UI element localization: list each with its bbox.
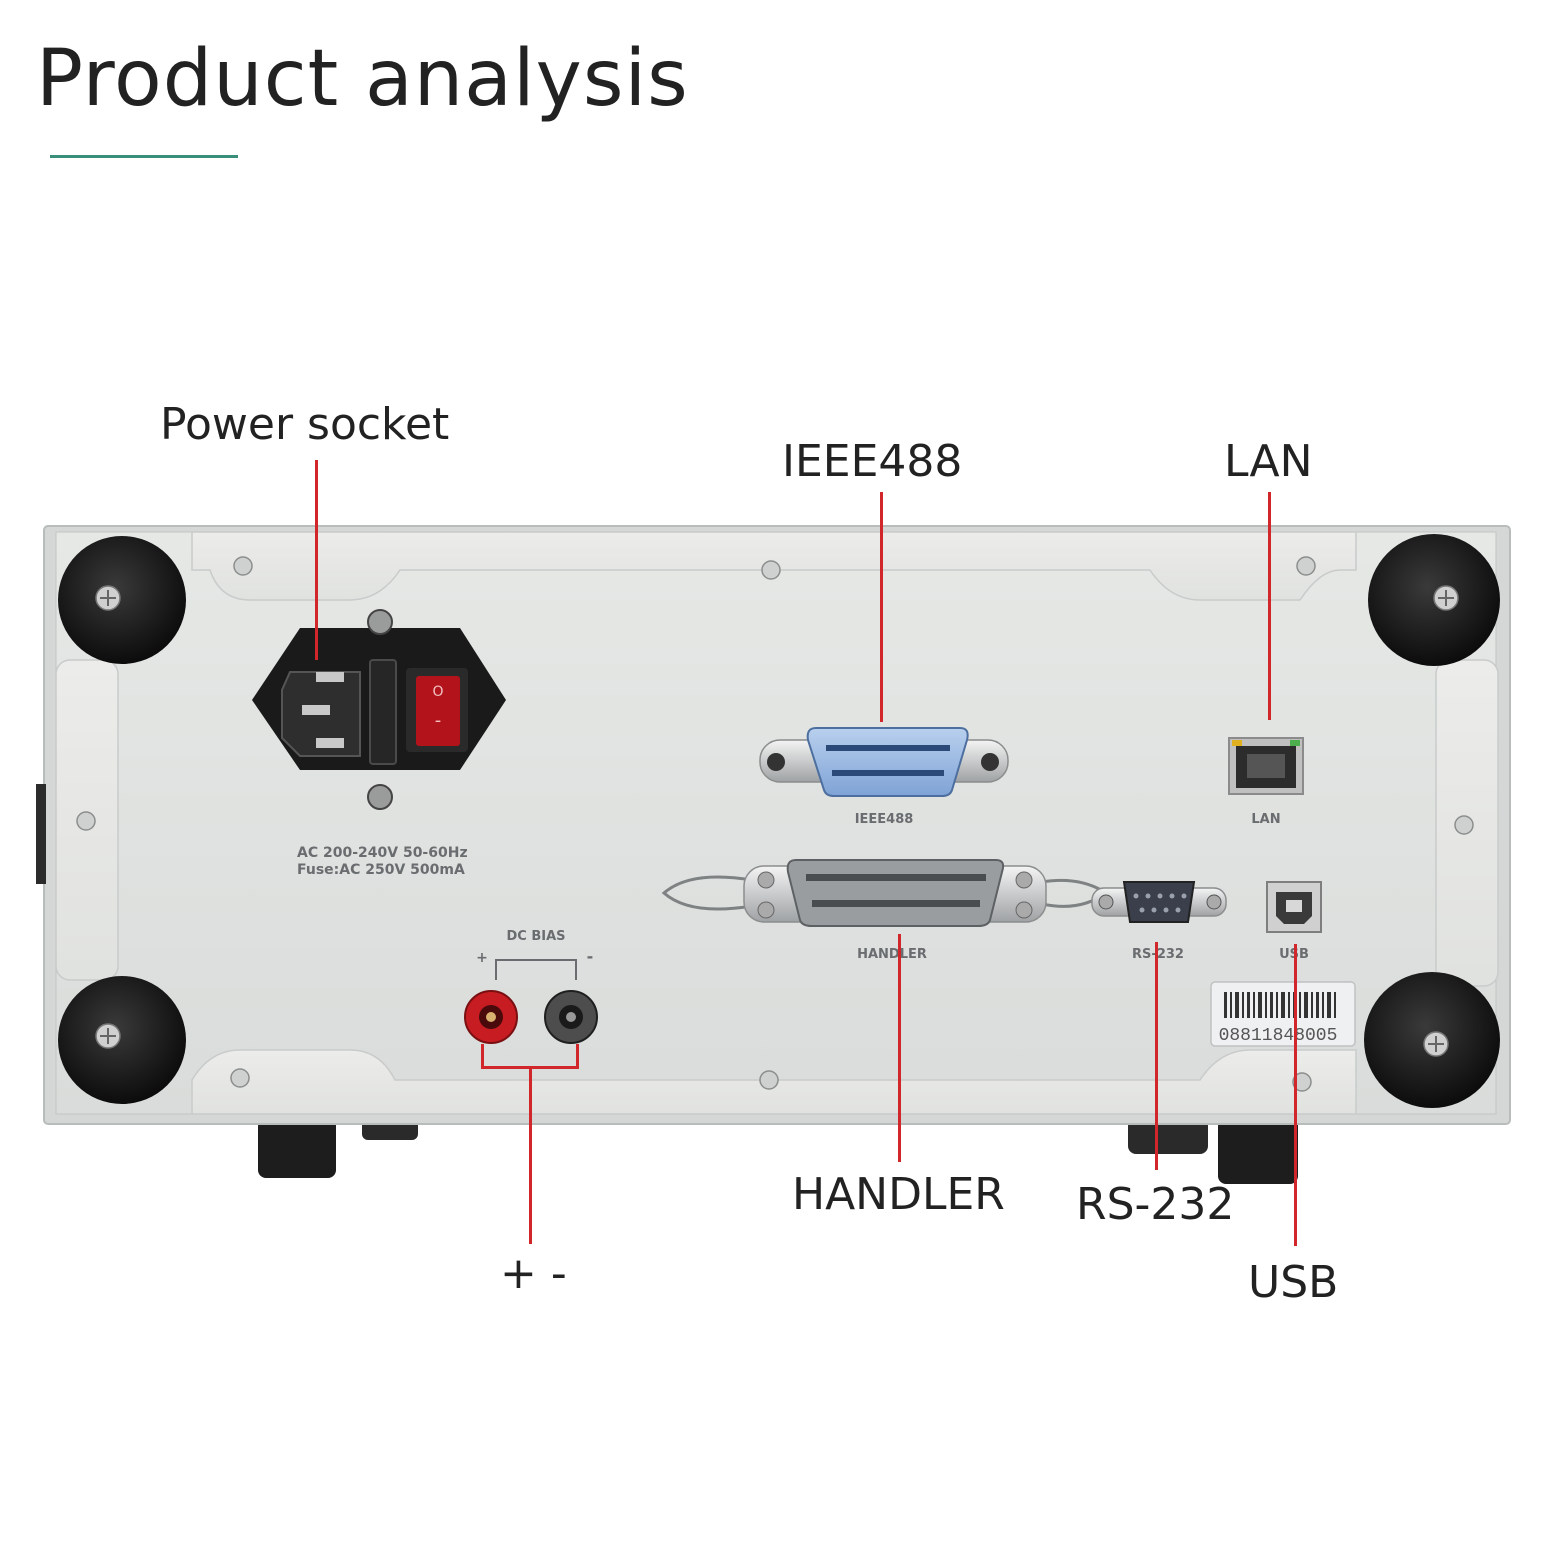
leader-dc-bias-stem [529, 1066, 532, 1244]
lan-port [1228, 737, 1304, 795]
panel-screws [76, 556, 1474, 1092]
screw-icon [761, 560, 781, 580]
serial-sticker: 08811848005 [1210, 981, 1356, 1047]
fuse-drawer [369, 659, 397, 765]
callout-lan: LAN [1224, 436, 1313, 487]
rs232-connector [1091, 881, 1227, 923]
screw-icon [1296, 556, 1316, 576]
screw-icon [1454, 815, 1474, 835]
switch-on-label: O [432, 684, 443, 700]
callout-ieee488: IEEE488 [782, 436, 963, 487]
leader-dc-bias-right [576, 1044, 579, 1068]
power-switch[interactable] [416, 676, 460, 746]
side-latch [36, 784, 46, 884]
dc-bias-plus-label: + [476, 950, 488, 966]
dc-bias-label: DC BIAS [506, 929, 565, 944]
leader-power-socket [315, 460, 318, 660]
power-rating-line1: AC 200-240V 50-60Hz [297, 845, 468, 861]
rubber-foot-icon [1128, 1118, 1208, 1154]
leader-handler [898, 934, 901, 1162]
screw-icon [367, 609, 393, 635]
usb-port [1266, 881, 1322, 933]
serial-number: 08811848005 [1219, 1026, 1338, 1046]
ieee488-connector [759, 727, 1009, 797]
dc-bias-terminals: DC BIAS + - [464, 929, 598, 1044]
leader-lan [1268, 492, 1271, 720]
screw-icon [233, 556, 253, 576]
rubber-foot-icon [58, 976, 186, 1104]
callout-handler: HANDLER [792, 1169, 1005, 1220]
bottom-feet [258, 1118, 1298, 1184]
screw-icon [367, 784, 393, 810]
title-underline [50, 155, 238, 158]
leader-usb [1294, 944, 1297, 1246]
callout-power-socket: Power socket [160, 399, 450, 450]
screw-icon [1292, 1072, 1312, 1092]
callout-dc-bias: + - [500, 1248, 567, 1299]
ieee488-panel-label: IEEE488 [855, 812, 914, 827]
rubber-foot-icon [258, 1118, 336, 1178]
leader-ieee488 [880, 492, 883, 722]
callout-rs232: RS-232 [1076, 1179, 1235, 1230]
handler-panel-label: HANDLER [857, 947, 927, 962]
corner-feet [58, 534, 1500, 1108]
power-entry-module: O - [252, 609, 506, 810]
lan-panel-label: LAN [1251, 812, 1280, 827]
power-rating-line2: Fuse:AC 250V 500mA [297, 862, 465, 878]
screw-icon [759, 1070, 779, 1090]
handler-connector [661, 859, 1109, 927]
screw-icon [230, 1068, 250, 1088]
screw-icon [76, 811, 96, 831]
rs232-panel-label: RS-232 [1132, 947, 1184, 962]
dc-bias-minus-label: - [587, 947, 594, 966]
rubber-foot-icon [1218, 1118, 1298, 1184]
callout-usb: USB [1248, 1257, 1339, 1308]
switch-off-label: - [435, 710, 442, 731]
barcode-icon [1224, 992, 1336, 1018]
page-title: Product analysis [36, 34, 689, 124]
leader-rs232 [1155, 942, 1158, 1170]
leader-dc-bias-left [481, 1044, 484, 1068]
rubber-foot-icon [58, 536, 186, 664]
